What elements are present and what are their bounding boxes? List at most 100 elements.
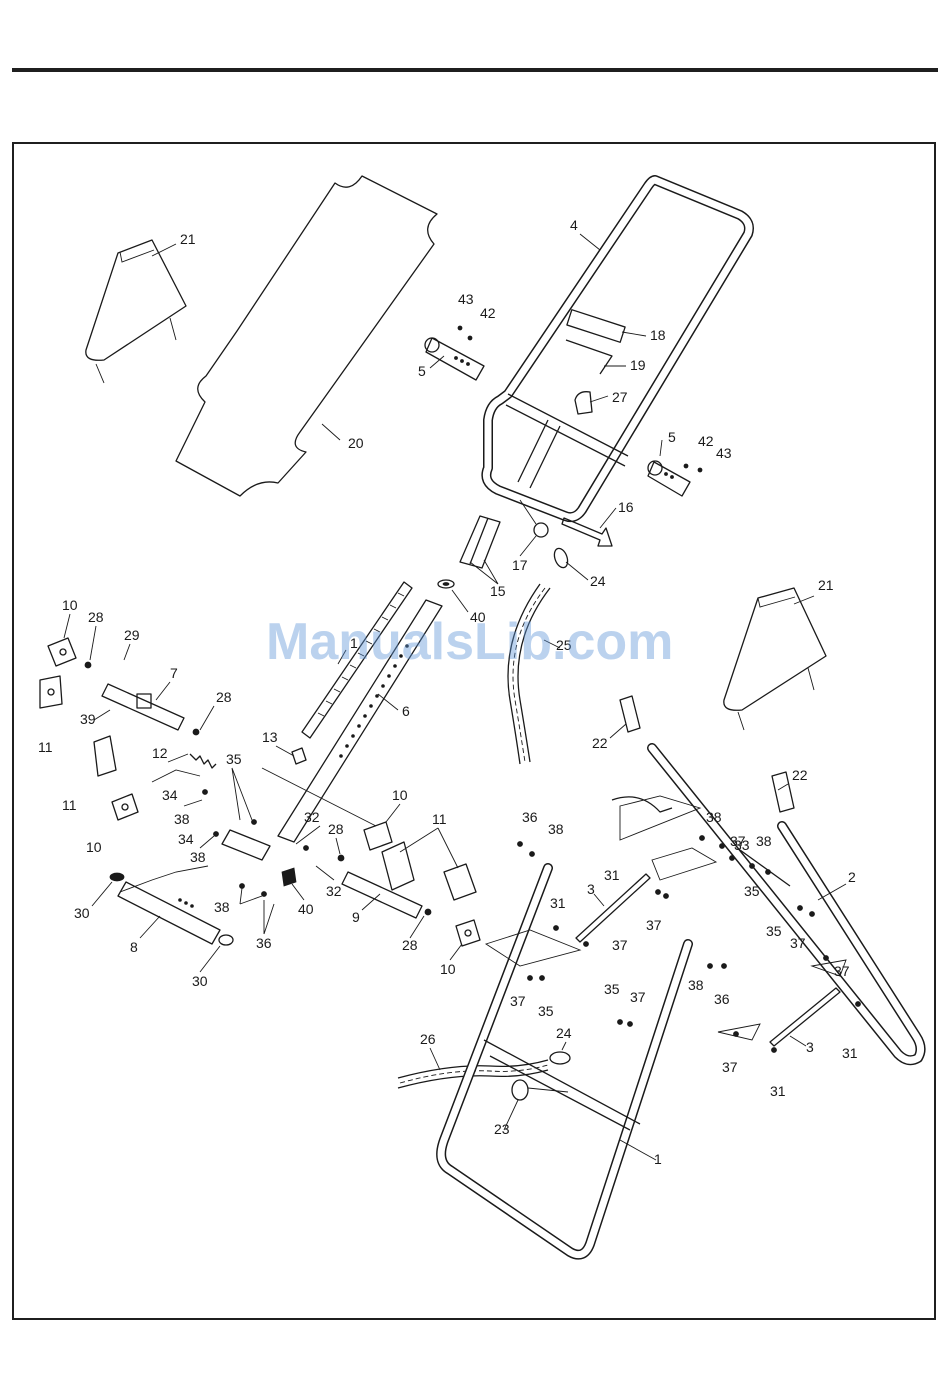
ring-part-24-lower — [550, 1052, 570, 1064]
callout-label: 28 — [328, 821, 344, 837]
callout-label: 30 — [74, 905, 90, 921]
callout-label: 37 — [834, 963, 850, 979]
callout-label: 6 — [402, 703, 410, 719]
upper-frame-part-4 — [486, 180, 749, 517]
base-frame-part-2 — [612, 748, 921, 1060]
callout-label: 29 — [124, 627, 140, 643]
callout-label: 22 — [592, 735, 608, 751]
callout-label: 37 — [630, 989, 646, 1005]
callout-label: 31 — [604, 867, 620, 883]
side-cover-part-21-right — [724, 588, 826, 730]
knob-part-13 — [292, 748, 306, 764]
spring-part-12 — [190, 754, 216, 768]
callout-label: 11 — [432, 811, 447, 827]
callout-label: 11 — [62, 797, 77, 813]
callout-label: 43 — [458, 291, 474, 307]
callout-label: 26 — [420, 1031, 436, 1047]
callout-label: 35 — [604, 981, 620, 997]
crossbars-part-3 — [576, 874, 840, 1046]
callout-label: 17 — [512, 557, 528, 573]
foam-part-11-a — [40, 676, 62, 708]
callout-label: 38 — [174, 811, 190, 827]
sleeve-part-15 — [460, 516, 500, 568]
callout-label: 1 — [654, 1151, 662, 1167]
pad-part-10-d — [456, 920, 480, 946]
callout-label: 38 — [688, 977, 704, 993]
callout-label: 40 — [298, 901, 314, 917]
callout-label: 42 — [698, 433, 714, 449]
callout-label: 35 — [226, 751, 242, 767]
crossbar-part-7 — [102, 684, 184, 730]
callout-label: 20 — [348, 435, 364, 451]
callout-label: 28 — [216, 689, 232, 705]
callout-label: 34 — [162, 787, 178, 803]
pad-part-10-b — [112, 794, 138, 820]
callout-label: 37 — [722, 1059, 738, 1075]
callout-label: 34 — [178, 831, 194, 847]
side-cover-part-21-left — [86, 240, 186, 383]
callout-label: 10 — [440, 961, 456, 977]
callout-label: 4 — [570, 217, 578, 233]
callout-label: 24 — [590, 573, 606, 589]
callout-label: 37 — [790, 935, 806, 951]
callout-label: 32 — [304, 809, 320, 825]
callout-label: 38 — [756, 833, 772, 849]
callout-label: 38 — [190, 849, 206, 865]
callout-label: 28 — [88, 609, 104, 625]
callout-label: 3 — [587, 881, 595, 897]
callout-label: 18 — [650, 327, 666, 343]
callout-label: 21 — [818, 577, 834, 593]
callout-label: 38 — [706, 809, 722, 825]
callout-label: 5 — [668, 429, 676, 445]
callout-label: 8 — [130, 939, 138, 955]
callout-label: 7 — [170, 665, 178, 681]
callout-label: 13 — [262, 729, 278, 745]
callout-label: 22 — [792, 767, 808, 783]
callout-label: 37 — [646, 917, 662, 933]
watermark: ManualsLib.com — [266, 612, 673, 672]
callout-label: 35 — [744, 883, 760, 899]
part-40-lower — [282, 868, 296, 886]
callout-label: 27 — [612, 389, 628, 405]
callout-labels: 1 1 2 3 3 4 5 5 6 7 8 9 10 10 10 10 11 1… — [38, 217, 858, 1167]
callout-label: 16 — [618, 499, 634, 515]
roller-bar-part-8 — [118, 882, 220, 944]
callout-label: 35 — [538, 1003, 554, 1019]
callout-label: 15 — [490, 583, 506, 599]
bracket-part-32 — [222, 830, 270, 860]
callout-label: 24 — [556, 1025, 572, 1041]
callout-label: 37 — [730, 833, 746, 849]
callout-label: 5 — [418, 363, 426, 379]
callout-label: 31 — [550, 895, 566, 911]
callout-label: 39 — [80, 711, 96, 727]
callout-label: 10 — [86, 839, 102, 855]
foam-part-11-c — [382, 842, 476, 900]
callout-leader-lines — [64, 234, 846, 1160]
callout-label: 31 — [770, 1083, 786, 1099]
callout-label: 38 — [214, 899, 230, 915]
callout-label: 36 — [256, 935, 272, 951]
callout-label: 36 — [714, 991, 730, 1007]
callout-label: 28 — [402, 937, 418, 953]
callout-label: 10 — [62, 597, 78, 613]
callout-label: 38 — [548, 821, 564, 837]
pad-part-10-a — [48, 638, 76, 666]
callout-label: 32 — [326, 883, 342, 899]
callout-label: 31 — [842, 1045, 858, 1061]
pivot-part-5-left — [425, 338, 484, 380]
foam-part-11-b — [94, 736, 116, 776]
pad-part-10-c — [364, 822, 392, 850]
callout-label: 35 — [766, 923, 782, 939]
spacer-part-40-upper — [438, 580, 454, 588]
ring-part-24-upper — [552, 547, 570, 570]
callout-label: 2 — [848, 869, 856, 885]
callout-label: 43 — [716, 445, 732, 461]
callout-label: 37 — [510, 993, 526, 1009]
callout-label: 30 — [192, 973, 208, 989]
callout-label: 37 — [612, 937, 628, 953]
callout-label: 12 — [152, 745, 168, 761]
callout-label: 36 — [522, 809, 538, 825]
callout-label: 19 — [630, 357, 646, 373]
callout-label: 11 — [38, 739, 53, 755]
